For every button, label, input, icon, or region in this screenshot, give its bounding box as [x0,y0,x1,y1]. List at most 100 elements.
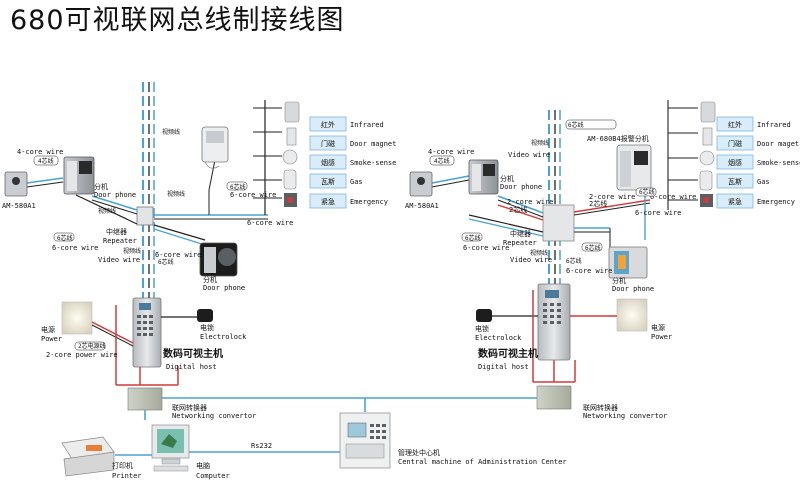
right-power-en: Power [651,333,672,341]
right-6core-tag-2: 6芯线 [585,244,601,252]
right-top-tag: 6芯线 [568,121,584,129]
right-outdoor-model: AM-580A1 [405,202,439,210]
right-electrolock-cn: 电锁 [475,324,489,333]
network-bus [115,397,537,456]
computer [151,424,190,472]
sensor-gas-cn: 瓦斯 [321,177,335,186]
right-2core-wire: 2-core wire [507,198,553,206]
left-convertor-cn: 联网转换器 [172,403,207,412]
left-sensor-icons [282,101,300,207]
left-door-phone-2 [199,242,238,277]
left-main-bus [142,82,155,300]
computer-cn: 电脑 [196,461,210,470]
printer [61,436,115,477]
left-host-en: Digital host [166,363,217,371]
right-alarm-extension [616,144,652,191]
left-video-wire: Video wire [98,256,140,264]
right-repeater-cn: 中继器 [510,229,531,238]
right-door-phone-cn: 分机 [500,174,514,183]
diagram-title: 680可视联网总线制接线图 [10,5,345,36]
right-host-to-convertor [532,290,576,383]
sensor-smoke-cn: 烟感 [321,158,335,167]
left-video-tag-top: 视频线 [162,128,180,136]
computer-en: Computer [196,472,230,480]
left-host-cn: 数码可视主机 [163,347,223,360]
left-repeater-en: Repeater [103,237,137,245]
left-power-wire: 2-core power wire [46,351,118,359]
right-digital-host [537,283,571,361]
left-sensor-list: 红外 门磁 烟感 瓦斯 紧急 Infrared Door magnet Smok… [309,116,396,209]
right-6core-wire: 6-core wire [463,244,509,252]
sensor-door-magnet-cn: 门磁 [728,139,742,148]
right-video-tag-2: 视频线 [530,249,548,257]
sensor-emergency-en: Emergency [350,198,388,206]
right-convertor-en: Networking convertor [583,412,667,420]
left-convertor [127,387,163,411]
left-doorphone-wires [26,177,138,225]
right-6core-wire-right: 6-core wire [650,193,696,201]
admin-center-en: Central machine of Administration Center [398,458,567,466]
right-door-phone-en: Door phone [500,183,542,191]
sensor-infrared-en: Infrared [350,121,384,129]
right-sensor-list: 红外 门磁 烟感 瓦斯 紧急 Infrared Door maget Smoke… [716,116,800,209]
sensor-emergency-cn: 紧急 [728,197,742,206]
admin-center-cn: 管理处中心机 [398,448,440,457]
right-convertor-cn: 联网转换器 [583,403,618,412]
printer-en: Printer [112,472,142,480]
left-core6-tag-2: 6芯线 [158,258,174,266]
sensor-door-magnet-en: Door magnet [350,140,396,148]
right-repeater [542,204,575,242]
sensor-infrared-cn: 红外 [321,120,335,129]
left-video-tag-2: 视频线 [123,247,141,255]
right-alarm-extension-label: AM-680B4报警分机 [587,134,649,143]
left-door-phone-cn: 分机 [94,182,108,191]
right-core4-wire: 4-core wire [428,148,474,156]
sensor-emergency-en: Emergency [757,198,795,206]
left-digital-host [132,297,162,368]
left-core4-tag: 4芯线 [38,157,54,165]
printer-cn: 打印机 [112,461,133,470]
left-core4-wire-label: 4-core wire [17,148,63,156]
right-outdoor-unit [409,171,433,197]
sensor-door-magnet-cn: 门磁 [321,139,335,148]
left-6core-wire-top: 6-core wire [230,191,276,199]
left-outdoor-unit [4,171,28,197]
right-door-phone-2-en: Door phone [612,285,654,293]
sensor-infrared-cn: 红外 [728,120,742,129]
administration-center [339,412,391,469]
right-main-bus [548,110,561,285]
right-power-cn: 电源 [651,323,665,332]
sensor-smoke-en: Smoke-sense [757,159,800,167]
right-host-en: Digital host [478,363,529,371]
left-host-to-convertor [115,305,179,386]
right-9core-wire: 6-core wire [635,209,681,217]
right-convertor [536,385,572,410]
right-video-wire-2: Video wire [510,256,552,264]
left-repeater-cn: 中继器 [106,227,127,236]
left-door-phone-2-cn: 分机 [203,275,217,284]
left-electrolock-cn: 电锁 [200,323,214,332]
left-power-tag: 2芯电源线 [78,342,106,350]
left-electrolock [161,309,213,322]
left-core6-wire: 6-core wire [52,244,98,252]
right-power [570,298,648,332]
right-door-phone-2-cn: 分机 [612,276,626,285]
left-video-tag-mid: 视频线 [167,190,185,198]
sensor-gas-en: Gas [757,178,770,186]
right-2core-tag-b: 2芯线 [589,199,607,208]
left-power-en: Power [41,335,62,343]
left-door-phone-en: Door phone [94,191,136,199]
left-power [61,301,134,347]
right-repeater-en: Repeater [503,239,537,247]
sensor-infrared-en: Infrared [757,121,791,129]
right-video-wire: Video wire [508,151,550,159]
right-core4-tag: 4芯线 [434,157,450,165]
left-6core-wire-right: 6-core wire [247,219,293,227]
rs232-label: Rs232 [251,442,272,450]
sensor-smoke-cn: 烟感 [728,158,742,167]
left-handset-phone [201,126,229,169]
sensor-gas-cn: 瓦斯 [728,177,742,186]
left-sensor-wires [153,100,282,246]
left-convertor-en: Networking convertor [172,412,256,420]
right-6core-tag-3: 6芯线 [566,257,582,265]
